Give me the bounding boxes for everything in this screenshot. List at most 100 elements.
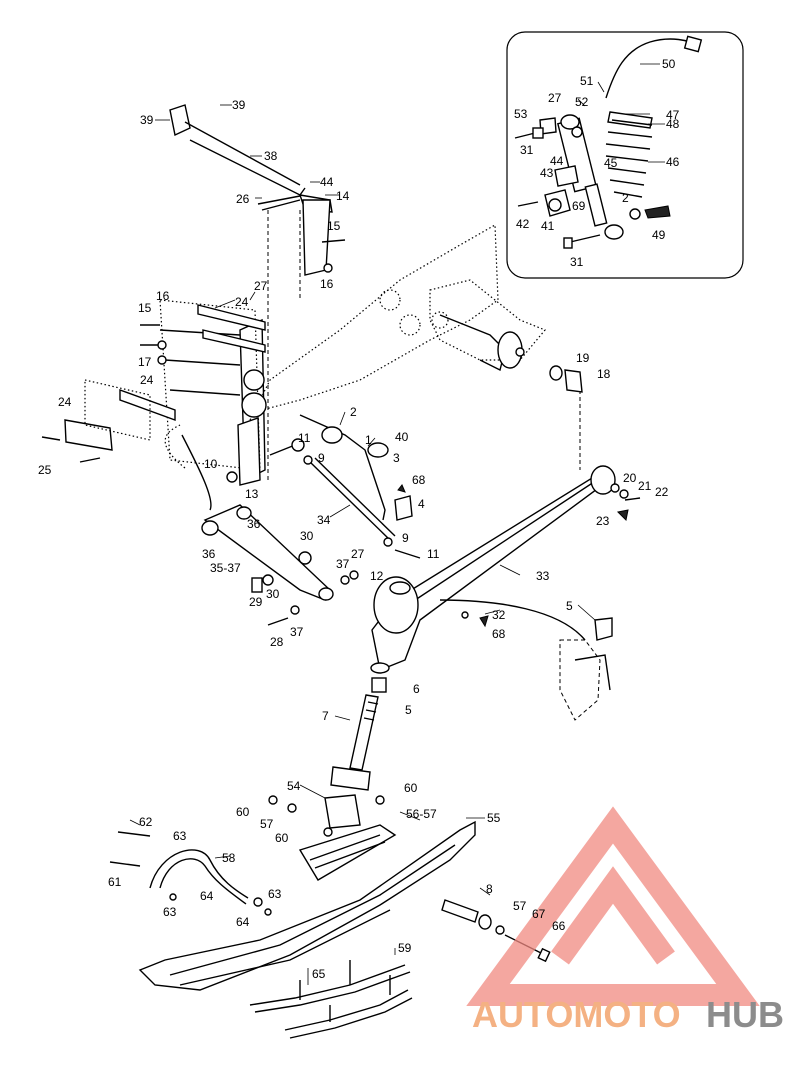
callout-label: 19 — [576, 351, 590, 365]
shock-body — [557, 114, 624, 240]
callout-label: 11 — [427, 547, 440, 561]
callout-label: 58 — [222, 851, 236, 865]
callout-label: 65 — [312, 967, 326, 981]
plate-24 — [64, 419, 113, 451]
callout-label: 7 — [322, 709, 329, 723]
callout-label: 20 — [623, 471, 637, 485]
callout-label: 41 — [541, 219, 555, 233]
callout-label: 63 — [268, 887, 282, 901]
callout-label: 31 — [570, 255, 584, 269]
callout-label: 4 — [418, 497, 425, 511]
callout-label: 27 — [254, 279, 268, 293]
bumper-54 — [324, 794, 361, 829]
shock-absorber-inset — [506, 31, 744, 279]
watermark-brand-part1: AUTOMOTO — [472, 994, 681, 1035]
callout-label: 14 — [336, 189, 350, 203]
callout-label: 8 — [486, 882, 493, 896]
callout-label: 68 — [412, 473, 426, 487]
chassis-frame — [249, 223, 499, 421]
callout-label: 69 — [572, 199, 586, 213]
callout-label: 51 — [580, 74, 594, 88]
callout-label: 11 — [298, 431, 311, 445]
callout-label: 42 — [516, 217, 530, 231]
bracket-39 — [169, 104, 191, 137]
callout-label: 68 — [492, 627, 506, 641]
callout-label: 57 — [260, 817, 274, 831]
spring — [605, 111, 653, 198]
callout-label: 39 — [232, 98, 246, 112]
callout-label: 27 — [548, 91, 562, 105]
callout-label: 28 — [270, 635, 284, 649]
callout-label: 34 — [317, 513, 331, 527]
callout-label: 3 — [393, 451, 400, 465]
callout-label: 2 — [622, 191, 629, 205]
callout-label: 60 — [404, 781, 418, 795]
bracket-14 — [302, 199, 331, 276]
callout-label: 2 — [350, 405, 357, 419]
callout-label: 64 — [236, 915, 250, 929]
callout-label: 37 — [336, 557, 350, 571]
callout-label: 15 — [327, 219, 341, 233]
callout-label: 23 — [596, 514, 610, 528]
callout-label: 37 — [290, 625, 304, 639]
callout-label: 17 — [138, 355, 152, 369]
callout-label: 46 — [666, 155, 680, 169]
automotohub-watermark: AUTOMOTO HUB — [466, 806, 784, 1035]
callout-label: 52 — [575, 95, 589, 109]
runner-59 — [249, 964, 406, 1006]
callout-label: 30 — [300, 529, 314, 543]
spindle-7 — [349, 694, 379, 771]
ski-loop-58 — [149, 849, 249, 899]
callout-label: 63 — [163, 905, 177, 919]
callout-label: 5 — [566, 599, 573, 613]
callout-label: 38 — [264, 149, 278, 163]
callout-label: 25 — [38, 463, 52, 477]
callout-label: 27 — [351, 547, 365, 561]
callout-label: 22 — [655, 485, 669, 499]
callout-label: 40 — [395, 430, 409, 444]
ski-pad-56 — [298, 824, 397, 881]
callout-label: 43 — [540, 166, 554, 180]
callout-label: 44 — [550, 154, 564, 168]
callout-label: 36 — [202, 547, 216, 561]
callout-label: 44 — [320, 175, 334, 189]
watermark-brand-part2: HUB — [706, 994, 784, 1035]
callout-label: 54 — [287, 779, 301, 793]
callout-label: 47 — [666, 108, 680, 122]
control-arm-35 — [203, 504, 331, 601]
callout-label: 5 — [405, 703, 412, 717]
callout-label: 64 — [200, 889, 214, 903]
callout-label: 9 — [402, 531, 409, 545]
callout-label: 1 — [365, 433, 372, 447]
callout-label: 13 — [245, 487, 259, 501]
callout-label: 16 — [320, 277, 334, 291]
callout-label: 18 — [597, 367, 611, 381]
callout-label: 61 — [108, 875, 122, 889]
callout-label: 39 — [140, 113, 154, 127]
callout-label: 63 — [173, 829, 187, 843]
callout-label: 60 — [236, 805, 250, 819]
callout-label: 21 — [638, 479, 652, 493]
callout-label: 56-57 — [406, 807, 437, 821]
callout-label: 9 — [318, 451, 325, 465]
callout-label: 6 — [413, 682, 420, 696]
callout-label: 24 — [235, 295, 249, 309]
callout-label: 57 — [513, 899, 527, 913]
callout-label: 30 — [266, 587, 280, 601]
callout-label: 31 — [520, 143, 534, 157]
callout-label: 55 — [487, 811, 501, 825]
callout-label: 26 — [236, 192, 250, 206]
callout-label: 50 — [662, 57, 676, 71]
callout-label: 15 — [138, 301, 152, 315]
callout-label: 16 — [156, 289, 170, 303]
callout-label: 48 — [666, 117, 680, 131]
callout-label: 32 — [492, 608, 506, 622]
callout-label: 45 — [604, 156, 618, 170]
callout-label: 59 — [398, 941, 412, 955]
callout-label: 53 — [514, 107, 528, 121]
ski-55 — [138, 820, 476, 991]
callout-label: 33 — [536, 569, 550, 583]
callout-label: 10 — [204, 457, 218, 471]
callout-label: 24 — [58, 395, 72, 409]
